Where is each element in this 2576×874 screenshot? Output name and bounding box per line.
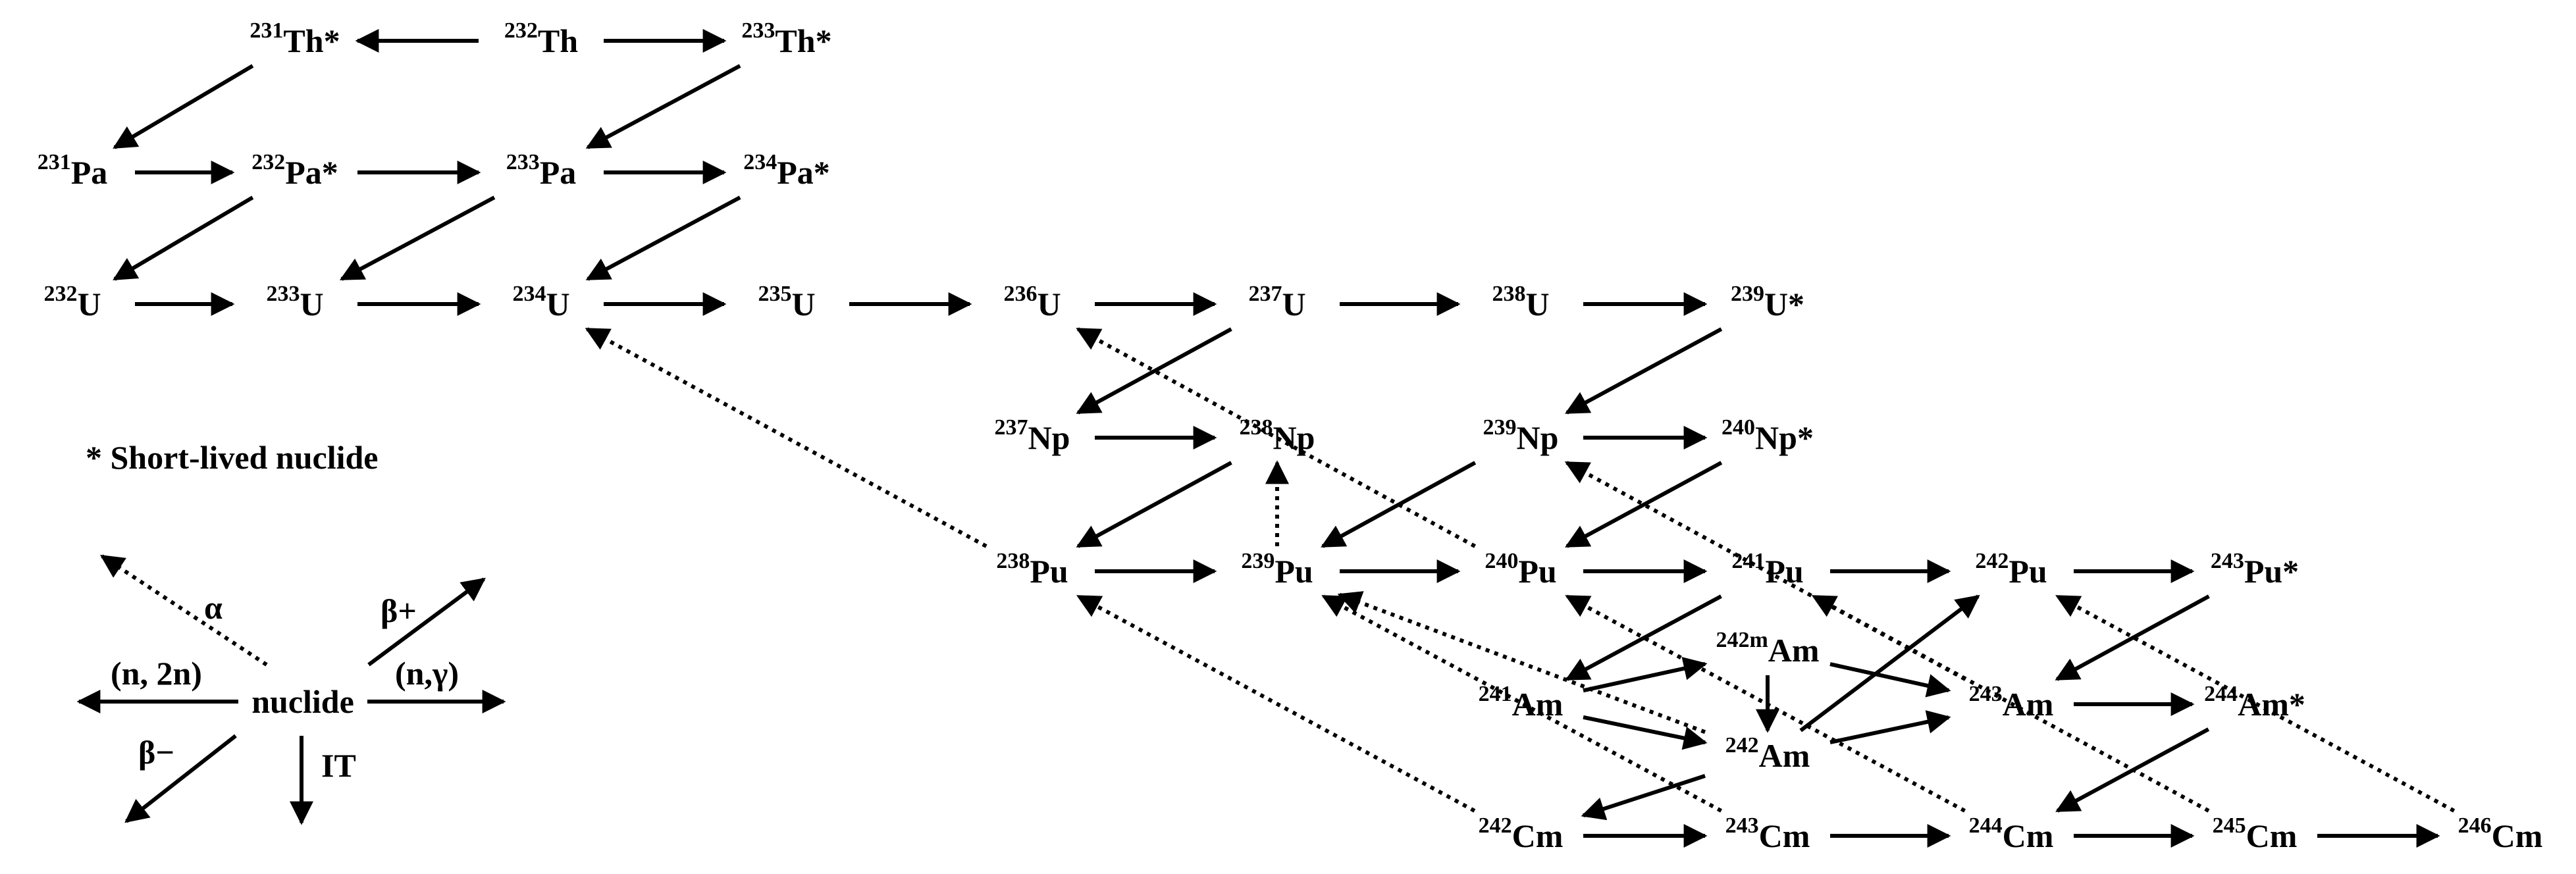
nuclide-u239: 239U* [1731,282,1804,322]
transition-cm244-to-pu240 [1565,594,1966,813]
legend-beta-minus-arrow [124,734,237,823]
nuclide-labels: 231Th* 232Th 233Th* 231Pa 232Pa* 233Pa 234Pa* 2… [38,18,2543,854]
transition-am242-to-am243 [1829,710,1951,744]
nuclide-pa232: 232Pa* [251,150,338,191]
legend-beta-minus-label: β− [138,734,174,771]
transition-pa233-to-u233 [339,195,496,281]
nuclide-pa234: 234Pa* [743,150,830,191]
transition-pu241-to-am241 [1565,594,1722,681]
legend-ngamma-label: (n,γ) [395,655,459,692]
nuclide-pu239: 239Pu [1241,549,1313,590]
transition-u237-to-np237 [1076,327,1232,415]
transition-pu243-to-am243 [2055,594,2210,681]
nuclide-u238: 238U [1492,282,1549,322]
nuclide-cm246: 246Cm [2458,813,2543,854]
nuclide-pu242: 242Pu [1975,549,2047,590]
transition-am242m-to-am243 [1829,662,1951,698]
nuclide-np237: 237Np [995,415,1070,456]
nuclide-am243: 243Am [1969,682,2054,723]
transition-pu238-to-u234 [585,327,987,548]
nuclide-th232: 232Th [504,18,578,59]
nuclide-pu238: 238Pu [996,549,1068,590]
nuclide-cm245: 245Cm [2213,813,2298,854]
nuclide-th231: 231Th* [250,18,340,59]
transition-am241-to-am242 [1583,715,1708,750]
nuclide-u237: 237U [1248,282,1305,322]
nuclide-cm243: 243Cm [1725,813,1810,854]
legend-center-nuclide: nuclide [251,683,354,720]
nuclide-pu241: 241Pu [1731,549,1803,590]
transition-am242-to-pu239 [1337,591,1706,734]
transition-am242-to-cm242 [1581,774,1706,821]
legend: nuclide α β+ (n, 2n) (n,γ) β− IT [76,554,506,825]
short-lived-note: * Short-lived nuclide [86,439,378,476]
nuclide-np238: 238Np [1240,415,1315,456]
nuclide-u234: 234U [512,282,569,322]
transition-am242-to-pu242 [1799,594,1980,733]
transition-cm243-to-pu239 [1321,594,1723,813]
transition-u239-to-np239 [1565,327,1723,415]
transition-np238-to-pu238 [1076,461,1232,548]
legend-it-label: IT [321,747,356,784]
transition-pu240-to-u236 [1076,327,1476,548]
nuclide-u232: 232U [43,282,101,322]
nuclide-np240: 240Np* [1722,415,1814,456]
transition-pa234-to-u234 [585,195,741,281]
nuclide-am244: 244Am* [2204,682,2305,723]
transition-th231-to-pa231 [113,64,254,149]
legend-beta-plus-label: β+ [381,592,417,629]
legend-beta-plus-arrow [367,577,486,667]
legend-n2n-label: (n, 2n) [111,655,202,692]
nuclide-am242: 242Am [1725,733,1810,774]
transition-cm245-to-pu241 [1811,594,2210,813]
transition-cm242-to-pu238 [1076,594,1476,813]
nuclide-th233: 233Th* [741,18,831,59]
transition-am241-to-am242m [1583,657,1708,693]
transition-pa232-to-u232 [113,195,254,281]
nuclide-cm242: 242Cm [1479,813,1564,854]
nuclide-pa233: 233Pa [506,150,577,191]
transition-np240-to-pu240 [1565,461,1723,548]
nuclide-u235: 235U [758,282,815,322]
nuclide-pa231: 231Pa [38,150,108,191]
nuclide-u233: 233U [266,282,323,322]
legend-alpha-label: α [204,589,223,626]
transition-arrows [113,29,2456,848]
transition-th233-to-pa233 [585,64,741,149]
legend-alpha-arrow [99,554,268,667]
nuclide-u236: 236U [1003,282,1061,322]
nuclide-pu240: 240Pu [1485,549,1556,590]
nuclide-am242m: 242mAm [1716,628,1819,669]
nuclide-cm244: 244Cm [1969,813,2054,854]
nuclide-pu243: 243Pu* [2211,549,2299,590]
nuclide-np239: 239Np [1483,415,1559,456]
nuclide-am241: 241Am [1479,682,1564,723]
transition-cm246-to-pu242 [2055,594,2456,813]
